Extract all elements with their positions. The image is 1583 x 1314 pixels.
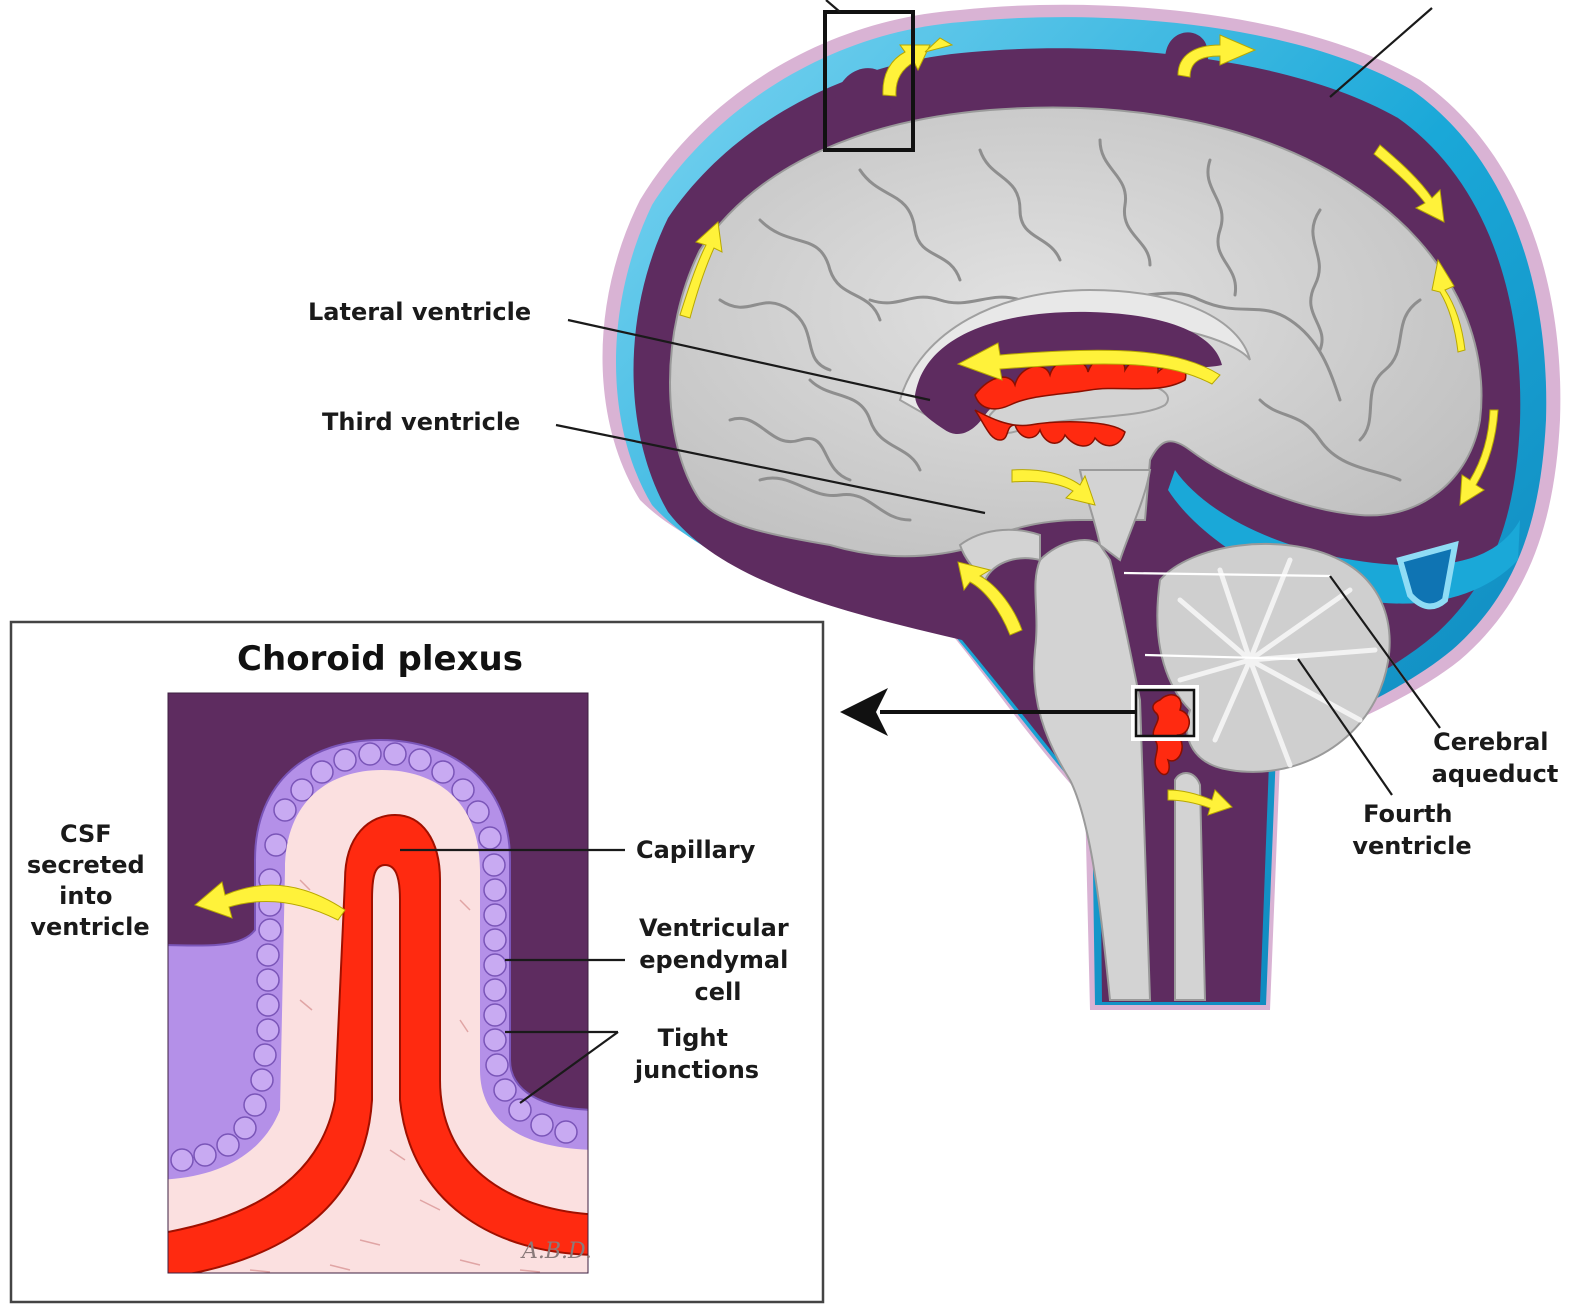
artist-signature: A.B.D.	[520, 1239, 592, 1264]
choroid-plexus-inset: Choroid plexus	[11, 622, 823, 1302]
label-fourth-ventricle: Fourth ventricle	[1352, 800, 1471, 860]
inset-title: Choroid plexus	[237, 639, 523, 679]
spinal-cord	[1175, 773, 1205, 1000]
label-capillary: Capillary	[636, 836, 756, 864]
label-lateral-ventricle: Lateral ventricle	[308, 298, 531, 326]
inset-illustration	[150, 693, 600, 1280]
label-cerebral-aqueduct: Cerebral aqueduct	[1432, 728, 1559, 788]
label-third-ventricle: Third ventricle	[322, 408, 520, 436]
